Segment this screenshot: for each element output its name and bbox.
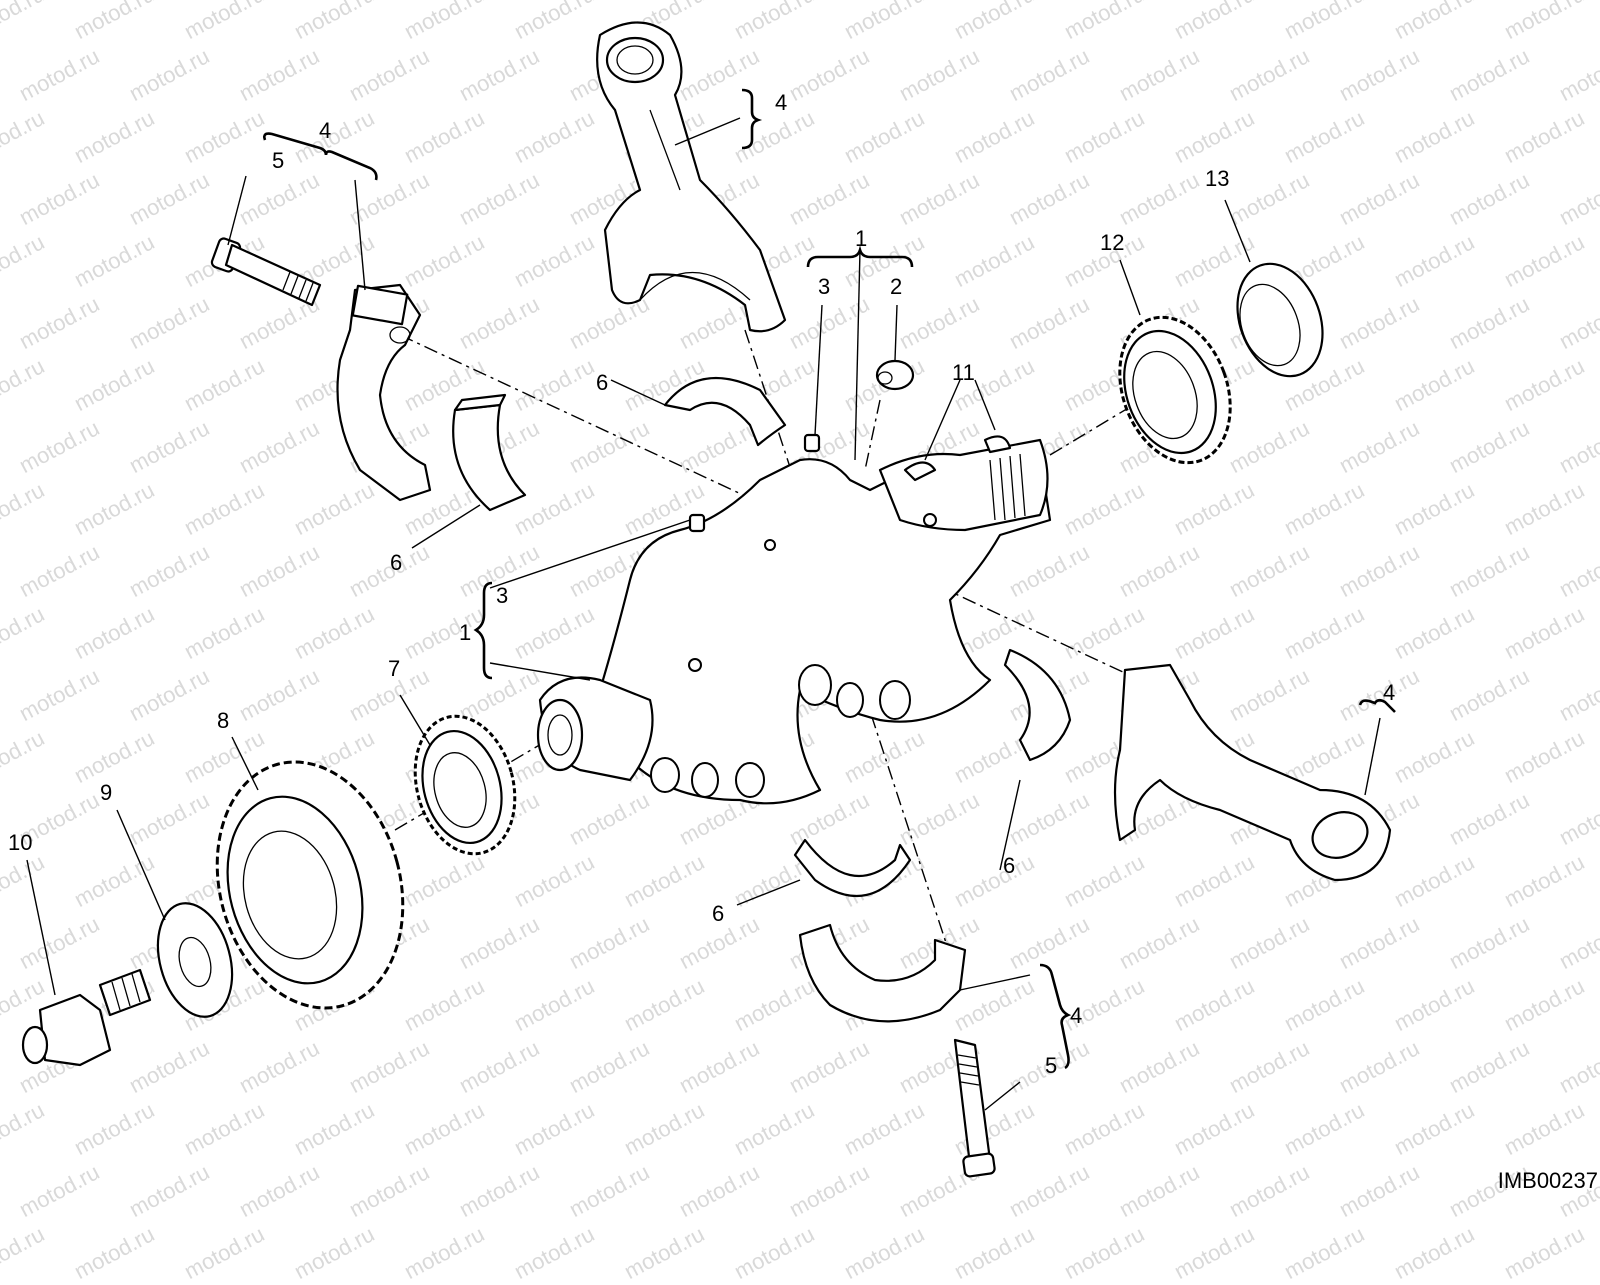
callout-12-timing-gear: 12 <box>1100 230 1125 255</box>
half-bearing-right <box>1003 648 1072 762</box>
callout-4-left-cap: 4 <box>319 118 332 143</box>
watermark-text: motod.ru <box>619 1221 708 1285</box>
gear-small <box>413 714 517 856</box>
timing-gear <box>1118 315 1232 465</box>
callout-4-bottom-cap: 4 <box>1070 1003 1083 1028</box>
callout-4-right-rod: 4 <box>1383 680 1396 705</box>
leader-lines <box>26 117 1381 1111</box>
callout-1-top: 1 <box>855 226 868 251</box>
watermark-text: motod.ru <box>69 1221 158 1285</box>
watermark-text: motod.ru <box>949 1221 1038 1285</box>
callout-7-gear: 7 <box>388 656 401 681</box>
watermark-text: motod.ru <box>0 1221 48 1285</box>
callout-6-left-bearing: 6 <box>390 550 403 575</box>
callout-3-top: 3 <box>818 274 831 299</box>
callout-11-keys: 11 <box>952 360 975 385</box>
ring-nut <box>1236 262 1324 378</box>
flange-nut <box>21 968 152 1067</box>
half-bearing-upper-left <box>452 393 527 512</box>
callout-10-nut: 10 <box>8 830 33 855</box>
callout-1-left: 1 <box>459 620 472 645</box>
primary-drive-gear <box>215 760 405 1010</box>
connecting-rod-top <box>596 21 787 333</box>
watermark-text: motod.ru <box>179 1221 268 1285</box>
group-braces <box>263 88 1396 1070</box>
half-bearing-bottom <box>793 838 912 898</box>
watermark-text: motod.ru <box>1499 1221 1588 1285</box>
callout-13-ring-nut: 13 <box>1205 166 1230 191</box>
connecting-rod-cap-bottom <box>798 923 967 1023</box>
watermark-text: motod.ru <box>839 1221 928 1285</box>
bolt-left <box>210 237 322 307</box>
callout-5-bottom-bolt: 5 <box>1045 1053 1058 1078</box>
callout-9-washer: 9 <box>100 780 113 805</box>
half-bearing-top <box>663 376 787 447</box>
callout-5-left-bolt: 5 <box>272 148 285 173</box>
plug-top <box>803 433 821 453</box>
callout-6-right-bearing: 6 <box>1003 853 1016 878</box>
bushing <box>875 359 915 391</box>
woodruff-keys <box>903 435 1012 482</box>
watermark-text: motod.ru <box>1059 1221 1148 1285</box>
callout-3-left: 3 <box>496 583 509 608</box>
callout-4-top-rod: 4 <box>775 90 788 115</box>
connecting-rod-right <box>1113 663 1392 882</box>
connecting-rod-cap-left <box>336 283 432 502</box>
watermark-text: motod.ru <box>1389 1221 1478 1285</box>
watermark-text: motod.ru <box>1279 1221 1368 1285</box>
callout-8-primary-gear: 8 <box>217 708 230 733</box>
callout-2-bushing: 2 <box>890 274 903 299</box>
callout-6-top-bearing: 6 <box>596 370 609 395</box>
parts-drawing <box>21 21 1396 1178</box>
watermark-text: motod.ru <box>729 1221 818 1285</box>
crankshaft <box>536 438 1052 805</box>
plug-left <box>688 513 706 533</box>
drawing-reference-code: IMB00237 <box>1497 1168 1598 1193</box>
washer <box>156 902 234 1018</box>
watermark-text: motod.ru <box>289 1221 378 1285</box>
watermark-text: motod.ru <box>509 1221 598 1285</box>
callout-6-bottom-bearing: 6 <box>712 901 725 926</box>
bolt-bottom <box>953 1038 996 1178</box>
watermark-text: motod.ru <box>399 1221 488 1285</box>
watermark-text: motod.ru <box>1169 1221 1258 1285</box>
